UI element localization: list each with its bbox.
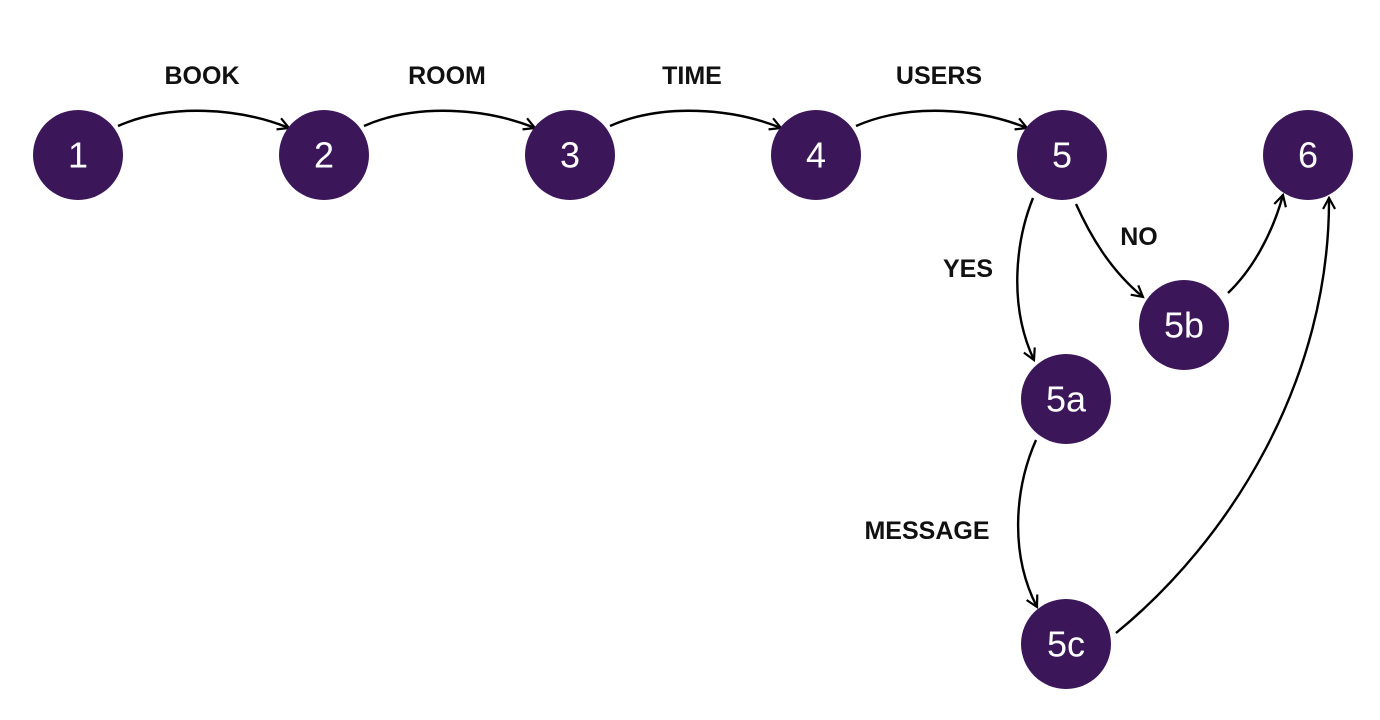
edge-labels: BOOK ROOM TIME USERS YES NO MESSAGE xyxy=(165,62,1158,545)
node-5c: 5c xyxy=(1021,599,1111,689)
edge-5b-to-6 xyxy=(1227,195,1283,294)
edge-label-time: TIME xyxy=(662,62,722,90)
edge-5a-to-5c xyxy=(1016,439,1037,607)
edge-5c-to-6 xyxy=(1115,198,1329,634)
node-label-1: 1 xyxy=(68,135,88,176)
edge-label-no: NO xyxy=(1120,223,1158,251)
node-5a: 5a xyxy=(1021,354,1111,444)
edge-2-to-3 xyxy=(363,109,535,128)
edge-1-to-2 xyxy=(117,109,289,128)
edge-label-users: USERS xyxy=(896,62,982,90)
node-5b: 5b xyxy=(1139,280,1229,370)
edge-label-book: BOOK xyxy=(165,62,240,90)
node-label-2: 2 xyxy=(314,135,334,176)
edge-label-yes: YES xyxy=(943,255,993,283)
node-label-5b: 5b xyxy=(1164,305,1204,346)
node-label-6: 6 xyxy=(1298,135,1318,176)
node-label-3: 3 xyxy=(560,135,580,176)
edge-4-to-5 xyxy=(855,109,1027,128)
edges xyxy=(117,109,1329,634)
edge-label-message: MESSAGE xyxy=(864,517,989,545)
node-label-5: 5 xyxy=(1052,135,1072,176)
node-label-5c: 5c xyxy=(1047,624,1085,665)
node-2: 2 xyxy=(279,110,369,200)
node-label-4: 4 xyxy=(806,135,826,176)
node-5: 5 xyxy=(1017,110,1107,200)
edge-label-room: ROOM xyxy=(408,62,486,90)
node-3: 3 xyxy=(525,110,615,200)
nodes: 1 2 3 4 5 6 5a 5b xyxy=(33,110,1353,689)
edge-3-to-4 xyxy=(609,109,781,128)
node-4: 4 xyxy=(771,110,861,200)
edge-5-to-5a xyxy=(1016,197,1034,360)
edge-5-to-5b xyxy=(1074,203,1143,297)
node-6: 6 xyxy=(1263,110,1353,200)
node-1: 1 xyxy=(33,110,123,200)
node-label-5a: 5a xyxy=(1046,379,1087,420)
